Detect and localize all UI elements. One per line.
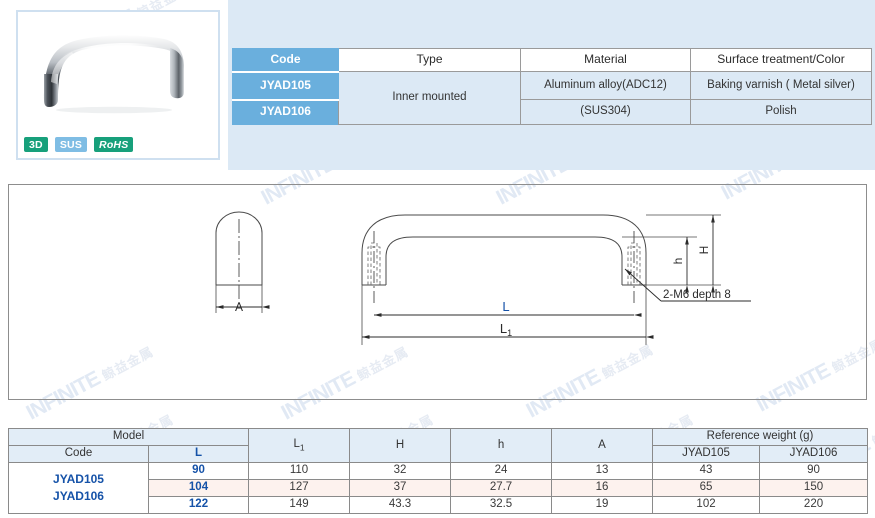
spec-header-surface: Surface treatment/Color — [690, 48, 872, 72]
table-header-row-top: Model L1 H h A Reference weight (g) — [7, 428, 869, 463]
drawing-label-l1: L1 — [500, 321, 512, 338]
badge-rohs[interactable]: RoHS — [94, 137, 134, 152]
product-photo — [44, 35, 184, 114]
dimension-table-container: Model L1 H h A Reference weight (g) Code… — [7, 428, 869, 514]
watermark-text-cn: 鲸益金属 — [869, 409, 875, 450]
dim-cell-H: 43.3 — [349, 496, 452, 514]
dim-cell-l: 122 — [147, 496, 250, 514]
table-row: 122 149 43.3 32.5 19 102 220 — [9, 496, 869, 514]
dim-cell-l: 90 — [147, 462, 250, 480]
dim-group-header-model: Model — [7, 428, 250, 446]
badge-3d[interactable]: 3D — [24, 137, 48, 152]
dim-cell-w105: 43 — [652, 462, 761, 480]
spec-type-value: Inner mounted — [338, 71, 521, 125]
spec-header-type: Type — [338, 48, 521, 72]
drawing-label-l1-base: L — [500, 321, 507, 336]
dim-cell-w106: 90 — [759, 462, 869, 480]
table-row: JYAD105 JYAD106 90 110 32 24 13 43 90 — [8, 462, 869, 514]
dim-cell-l1: 149 — [248, 496, 351, 514]
table-row: JYAD106 (SUS304) Polish — [232, 99, 872, 125]
dim-cell-H: 37 — [349, 479, 452, 497]
technical-drawing-panel: A L L1 h H 2-M6 depth 8 — [8, 184, 867, 400]
spec-surface-105: Baking varnish ( Metal silver) — [690, 71, 872, 100]
dim-cell-l1: 110 — [248, 462, 351, 480]
dim-model-codes: JYAD105 JYAD106 — [8, 462, 149, 514]
dimension-table: Model L1 H h A Reference weight (g) Code… — [7, 428, 869, 514]
dim-model-code-106: JYAD106 — [53, 489, 104, 503]
spec-code-jyad106: JYAD106 — [232, 99, 339, 125]
dim-header-weight-106: JYAD106 — [759, 445, 869, 463]
dim-header-h: h — [450, 428, 553, 463]
dim-header-l1-sub: 1 — [299, 442, 305, 453]
drawing-label-l: L — [502, 299, 509, 314]
specification-table-container: Code Type Material Surface treatment/Col… — [232, 48, 872, 125]
dim-cell-A: 19 — [551, 496, 654, 514]
dim-header-l1: L1 — [248, 428, 351, 463]
dim-cell-h: 32.5 — [450, 496, 553, 514]
dim-cell-H: 32 — [349, 462, 452, 480]
technical-drawing: A L L1 h H 2-M6 depth 8 — [215, 211, 751, 345]
badge-sus[interactable]: SUS — [54, 137, 88, 152]
drawing-label-h-upper: H — [697, 246, 711, 255]
drawing-label-a: A — [235, 300, 243, 314]
dim-cell-h: 27.7 — [450, 479, 553, 497]
dim-header-A: A — [551, 428, 654, 463]
certification-badges: 3D SUS RoHS — [24, 137, 134, 152]
table-header-row: Code Type Material Surface treatment/Col… — [232, 48, 872, 73]
dim-header-l1-base: L — [293, 438, 300, 451]
spec-material-105: Aluminum alloy(ADC12) — [520, 71, 691, 100]
dim-cell-l1: 127 — [248, 479, 351, 497]
dim-cell-w105: 102 — [652, 496, 761, 514]
dim-cell-w105: 65 — [652, 479, 761, 497]
drawing-label-l1-sub: 1 — [507, 328, 512, 338]
spec-header-code: Code — [232, 48, 339, 73]
spec-header-material: Material — [520, 48, 691, 72]
dim-cell-A: 13 — [551, 462, 654, 480]
spec-material-106: (SUS304) — [520, 99, 691, 125]
drawing-label-h-lower: h — [671, 258, 685, 265]
dim-cell-w106: 150 — [759, 479, 869, 497]
dim-header-weight-105: JYAD105 — [652, 445, 761, 463]
dim-cell-A: 16 — [551, 479, 654, 497]
dim-model-code-105: JYAD105 — [53, 471, 104, 486]
dim-header-H: H — [349, 428, 452, 463]
spec-surface-106: Polish — [690, 99, 872, 125]
spec-code-jyad105: JYAD105 — [232, 71, 339, 101]
dim-header-code: Code — [8, 445, 149, 463]
dim-group-header-reference-weight: Reference weight (g) — [652, 428, 869, 446]
product-image-panel: 3D SUS RoHS — [16, 10, 220, 160]
dim-header-l: L — [147, 445, 250, 463]
table-header-row-sub: Code L JYAD105 JYAD106 — [8, 445, 869, 463]
table-row: JYAD105 Inner mounted Aluminum alloy(ADC… — [232, 71, 872, 125]
top-section: 3D SUS RoHS Code Type Material — [0, 0, 875, 170]
dim-cell-l: 104 — [147, 479, 250, 497]
dim-cell-h: 24 — [450, 462, 553, 480]
dim-cell-w106: 220 — [759, 496, 869, 514]
drawing-label-thread-note: 2-M6 depth 8 — [663, 289, 731, 301]
specification-table: Code Type Material Surface treatment/Col… — [232, 48, 872, 125]
